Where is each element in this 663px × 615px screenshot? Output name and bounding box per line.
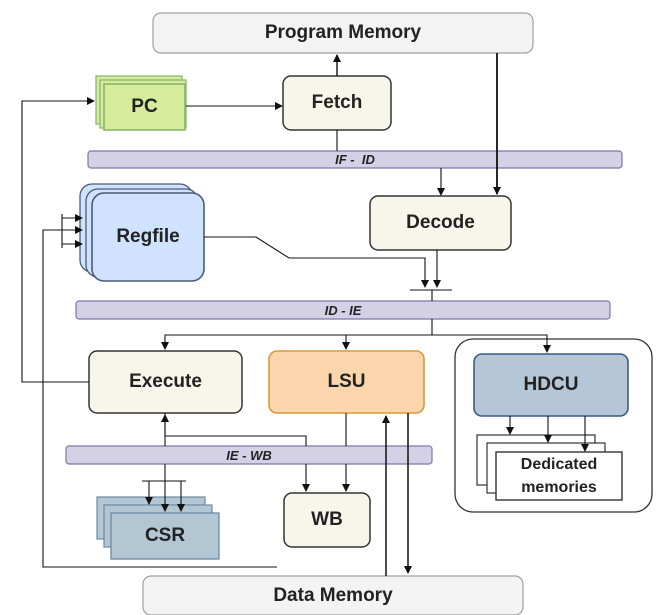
ie-wb-register (65, 445, 433, 465)
regfile-block (79, 183, 205, 282)
pc-block (95, 75, 187, 131)
wb-box (283, 492, 371, 548)
hdcu-box (473, 353, 629, 417)
csr-block (96, 496, 220, 560)
if-id-register (87, 150, 623, 169)
decode-box (369, 195, 512, 251)
data-memory-box (142, 575, 524, 615)
program-memory-box (152, 12, 534, 54)
dedicated-memories-block (476, 434, 623, 501)
execute-box (88, 350, 243, 414)
connections (21, 53, 589, 576)
id-ie-register (75, 300, 611, 320)
fetch-box (282, 75, 392, 131)
lsu-box (268, 350, 425, 414)
